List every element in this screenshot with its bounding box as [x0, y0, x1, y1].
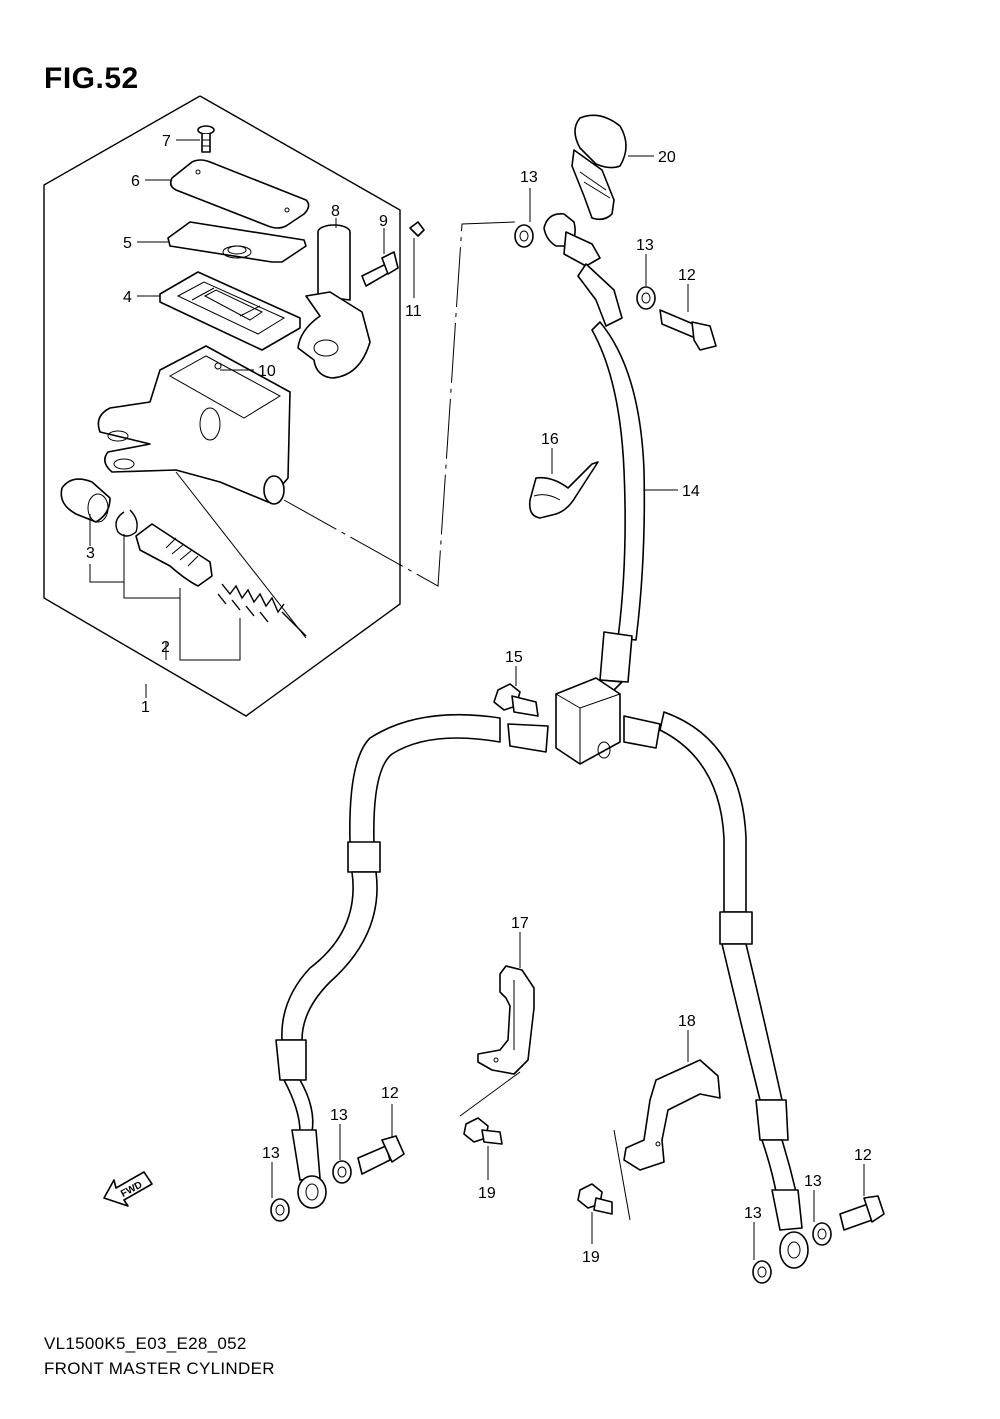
- part-10-cylinder-body: [97, 345, 307, 639]
- callout-17: 17: [511, 915, 529, 932]
- callout-13: 13: [262, 1145, 280, 1162]
- spring: [217, 583, 307, 637]
- callout-3: 3: [86, 545, 95, 562]
- callout-10: 10: [258, 363, 276, 380]
- part-9-bolt: [361, 251, 399, 287]
- part-19-bolt-lower: [577, 1183, 613, 1215]
- callout-15: 15: [505, 649, 523, 666]
- callout-13: 13: [636, 237, 654, 254]
- right-brake-hose: [623, 711, 809, 1269]
- callout-19: 19: [582, 1249, 600, 1266]
- part-20-cap: [571, 114, 627, 221]
- left-brake-hose: [275, 713, 549, 1209]
- leader-lines: [89, 139, 865, 1260]
- assembly-bracket-lines: [89, 534, 241, 661]
- figure-name: FRONT MASTER CYLINDER: [44, 1359, 275, 1378]
- part-17-bracket: [477, 965, 535, 1075]
- part-3-boot: [60, 478, 111, 523]
- callout-18: 18: [678, 1013, 696, 1030]
- part-6-cover: [169, 159, 310, 229]
- circlip: [115, 509, 138, 537]
- part-18-bracket: [623, 1059, 721, 1171]
- callout-12: 12: [381, 1085, 399, 1102]
- callout-12: 12: [678, 267, 696, 284]
- callout-11: 11: [405, 303, 422, 320]
- callout-13: 13: [330, 1107, 348, 1124]
- part-12-bolt-right: [839, 1195, 885, 1231]
- part-19-bolt-upper: [463, 1117, 503, 1145]
- callout-12: 12: [854, 1147, 872, 1164]
- callout-7: 7: [162, 133, 171, 150]
- callout-8: 8: [331, 203, 340, 220]
- part-7-screw: [197, 125, 215, 153]
- callout-5: 5: [123, 235, 132, 252]
- callout-2: 2: [161, 639, 170, 656]
- fwd-label: FWD: [119, 1180, 144, 1200]
- callout-13: 13: [744, 1205, 762, 1222]
- callout-6: 6: [131, 173, 140, 190]
- part-4-diaphragm: [159, 271, 301, 351]
- part-15-bolt: [493, 683, 539, 717]
- part-17-leader: [459, 1071, 521, 1117]
- callout-labels: 7 6 5 4 8 9 11 10 3 2 1 20 13 13 12 14 1…: [86, 133, 872, 1266]
- figure-title: FIG.52: [44, 62, 139, 95]
- callout-4: 4: [123, 289, 132, 306]
- part-12-bolt-upper: [659, 309, 717, 351]
- assembly-box: [43, 95, 401, 717]
- callout-13: 13: [520, 169, 538, 186]
- part-16-clamp: [528, 461, 599, 519]
- part-12-bolt-left: [357, 1135, 405, 1175]
- callout-9: 9: [379, 213, 388, 230]
- part-8-bracket: [297, 224, 371, 379]
- part-5-plate: [167, 221, 307, 263]
- callout-13: 13: [804, 1173, 822, 1190]
- callout-14: 14: [682, 483, 700, 500]
- joint-block: [555, 677, 621, 765]
- callout-19: 19: [478, 1185, 496, 1202]
- fwd-arrow-icon: FWD: [103, 1171, 153, 1207]
- part-11-clip: [409, 221, 425, 237]
- callout-20: 20: [658, 149, 676, 166]
- callout-16: 16: [541, 431, 559, 448]
- connection-lines: [283, 221, 517, 587]
- model-code: VL1500K5_E03_E28_052: [44, 1334, 247, 1353]
- part-13-washers: [270, 224, 832, 1284]
- callout-1: 1: [141, 699, 150, 716]
- part-14-upper-hose: [543, 212, 646, 707]
- piston: [135, 523, 213, 587]
- part-18-leader: [613, 1129, 631, 1221]
